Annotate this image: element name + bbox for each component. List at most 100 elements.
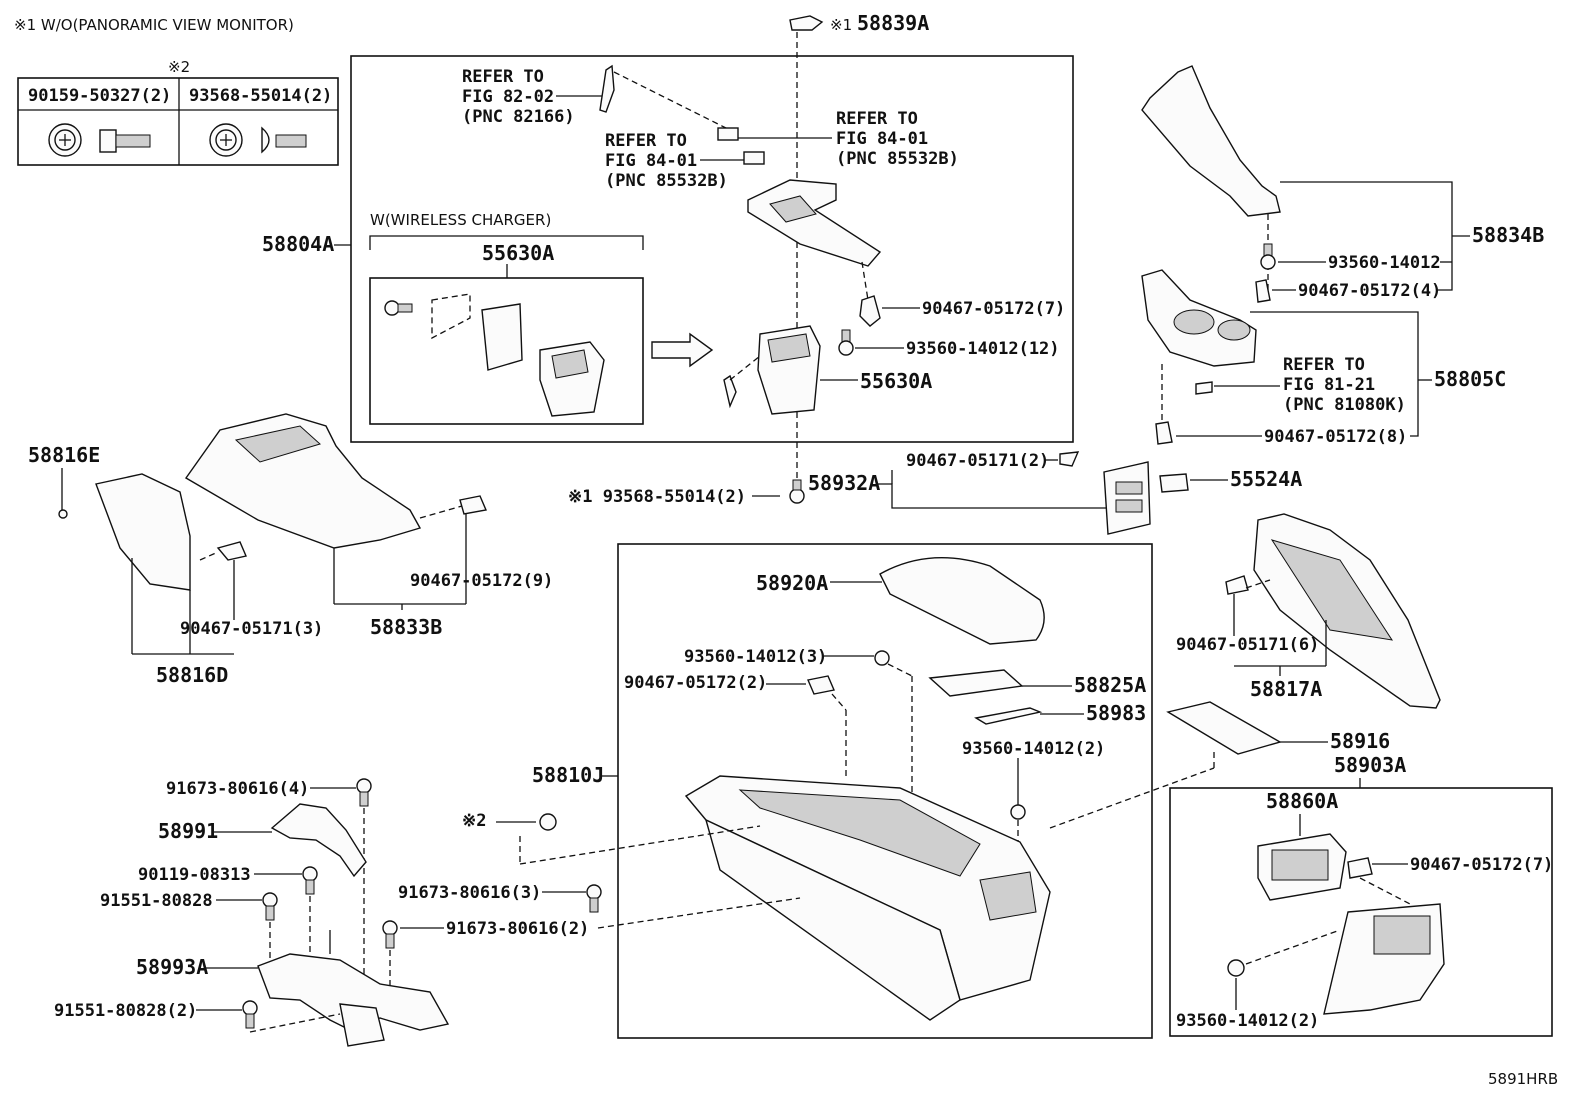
svg-text:REFER TO: REFER TO	[1283, 355, 1365, 375]
part-58920A: 58920A	[756, 557, 1045, 645]
svg-text:FIG 84-01: FIG 84-01	[605, 151, 697, 171]
svg-text:91673-80616(4): 91673-80616(4)	[166, 779, 309, 799]
svg-text:93560-14012(2): 93560-14012(2)	[1176, 1011, 1319, 1031]
part-58804A-panel	[747, 179, 882, 301]
bolt-91673-80616-2-side	[382, 920, 398, 990]
ref-fig-84-01-right: REFER TO FIG 84-01 (PNC 85532B)	[717, 109, 959, 169]
svg-text:FIG 82-02: FIG 82-02	[462, 87, 554, 107]
svg-text:91551-80828(2): 91551-80828(2)	[54, 1001, 197, 1021]
svg-text:90467-05172(7): 90467-05172(7)	[922, 299, 1065, 319]
svg-text:58860A: 58860A	[1266, 789, 1338, 813]
bolt-91551-80828-2: 91551-80828(2)	[54, 1000, 341, 1033]
svg-text:90467-05172(9): 90467-05172(9)	[410, 571, 553, 591]
svg-text:55630A: 55630A	[860, 369, 932, 393]
ref-fig-84-01-left: REFER TO FIG 84-01 (PNC 85532B)	[605, 131, 765, 191]
svg-text:58920A: 58920A	[756, 571, 828, 595]
svg-text:58932A: 58932A	[808, 471, 880, 495]
svg-text:55524A: 55524A	[1230, 467, 1302, 491]
group-box-58903A	[1169, 787, 1553, 1037]
svg-text:90467-05171(3): 90467-05171(3)	[180, 619, 323, 639]
part-58833B: 90467-05172(9) 58833B	[184, 413, 553, 639]
svg-text:(PNC 85532B): (PNC 85532B)	[605, 171, 728, 191]
svg-text:58834B: 58834B	[1472, 223, 1544, 247]
svg-text:90467-05172(8): 90467-05172(8)	[1264, 427, 1407, 447]
bolt-91673-80616-2: 91673-80616(2)	[400, 897, 801, 939]
svg-text:58816D: 58816D	[156, 663, 228, 687]
label-58903A: 58903A	[1334, 753, 1406, 777]
svg-text:(PNC 81080K): (PNC 81080K)	[1283, 395, 1406, 415]
svg-text:REFER TO: REFER TO	[462, 67, 544, 87]
part-58816D: 58816D 90467-05171(3)	[95, 473, 323, 687]
part-rear-vent-panel	[1323, 903, 1445, 1015]
svg-text:58816E: 58816E	[28, 443, 100, 467]
svg-text:58993A: 58993A	[136, 955, 208, 979]
svg-text:90467-05171(2): 90467-05171(2)	[906, 451, 1049, 471]
subbox-wireless-charger	[369, 277, 644, 425]
group-box-58804A	[350, 55, 1074, 443]
screw-head-icon	[48, 123, 82, 157]
note-panoramic: ※1 W/O(PANORAMIC VIEW MONITOR)	[14, 16, 294, 34]
svg-text:93560-14012(12): 93560-14012(12)	[906, 339, 1060, 359]
svg-text:91673-80616(2): 91673-80616(2)	[446, 919, 589, 939]
screw-93560-14012-2a: 93560-14012(2)	[962, 739, 1105, 880]
svg-text:90467-05172(2): 90467-05172(2)	[624, 673, 767, 693]
svg-text:(PNC 82166): (PNC 82166)	[462, 107, 575, 127]
bolt-side-icon	[99, 129, 151, 153]
part-58983: 58983	[974, 701, 1146, 725]
svg-text:90467-05172(4): 90467-05172(4)	[1298, 281, 1441, 301]
bolt-91673-80616-4: 91673-80616(4)	[166, 778, 372, 1010]
screw-93560-14012-2b: 93560-14012(2)	[1176, 929, 1341, 1031]
svg-text:REFER TO: REFER TO	[605, 131, 687, 151]
ref-fig-82-02: REFER TO FIG 82-02 (PNC 82166)	[462, 64, 731, 131]
bolt-90119-08313: 90119-08313	[138, 865, 318, 952]
svg-text:90119-08313: 90119-08313	[138, 865, 251, 885]
svg-text:58805C: 58805C	[1434, 367, 1506, 391]
part-58860A: 58860A 90467-05172(7)	[1257, 789, 1553, 905]
svg-text:93560-14012: 93560-14012	[1328, 253, 1441, 273]
part-55630A-side: 55630A	[723, 325, 932, 415]
svg-text:※2: ※2	[462, 811, 486, 831]
svg-text:FIG 84-01: FIG 84-01	[836, 129, 928, 149]
wire-harness	[599, 64, 615, 113]
part-58816E: 58816E	[28, 443, 100, 519]
clip-90467-05172-7a: 90467-05172(7)	[859, 295, 1065, 327]
label-58804A: 58804A	[262, 232, 334, 256]
bolt-mark2: ※2	[462, 811, 761, 865]
svg-text:58817A: 58817A	[1250, 677, 1322, 701]
part-58991: 58991	[158, 803, 367, 878]
svg-text:58983: 58983	[1086, 701, 1146, 725]
part-58805C: REFER TO FIG 81-21 (PNC 81080K) 90467-05…	[1141, 269, 1506, 447]
arrow-right-icon	[651, 332, 714, 368]
svg-text:58825A: 58825A	[1074, 673, 1146, 697]
svg-text:58833B: 58833B	[370, 615, 442, 639]
svg-text:90467-05172(7): 90467-05172(7)	[1410, 855, 1553, 875]
part-58817A: 90467-05171(6) 58817A	[1176, 513, 1441, 709]
clip-90467-05172-2: 90467-05172(2)	[624, 673, 847, 780]
table-col1-label: 90159-50327(2)	[28, 86, 171, 106]
part-58993A: 58993A	[136, 930, 450, 1047]
label-55630A-top: 55630A	[482, 241, 554, 265]
table-col2-label: 93568-55014(2)	[189, 86, 332, 106]
svg-text:FIG 81-21: FIG 81-21	[1283, 375, 1375, 395]
part-58932A: ※1 93568-55014(2) 58932A 90467-05171(2) …	[568, 451, 1302, 535]
svg-text:REFER TO: REFER TO	[836, 109, 918, 129]
screw-93560-14012-12: 93560-14012(12)	[838, 329, 1060, 359]
fastener-table: 90159-50327(2) 93568-55014(2)	[17, 77, 339, 166]
bolt-side-icon	[261, 126, 307, 154]
note2-mark: ※2	[168, 58, 190, 76]
svg-text:91673-80616(3): 91673-80616(3)	[398, 883, 541, 903]
part-58839A: ※1 58839A	[789, 11, 929, 35]
screw-head-icon	[209, 123, 243, 157]
group-box-58810J	[617, 543, 1153, 1039]
svg-text:93560-14012(2): 93560-14012(2)	[962, 739, 1105, 759]
svg-text:※1 93568-55014(2): ※1 93568-55014(2)	[568, 487, 746, 507]
part-58825A: 58825A	[928, 669, 1146, 697]
part-58810J-console	[684, 775, 1051, 1021]
svg-text:58839A: 58839A	[857, 11, 929, 35]
diagram-ref-code: 5891HRB	[1488, 1070, 1558, 1088]
part-58834B: 93560-14012 90467-05172(4) 58834B	[1141, 65, 1544, 303]
svg-text:58991: 58991	[158, 819, 218, 843]
svg-text:90467-05171(6): 90467-05171(6)	[1176, 635, 1319, 655]
wireless-charger-note: W(WIRELESS CHARGER)	[370, 211, 551, 229]
